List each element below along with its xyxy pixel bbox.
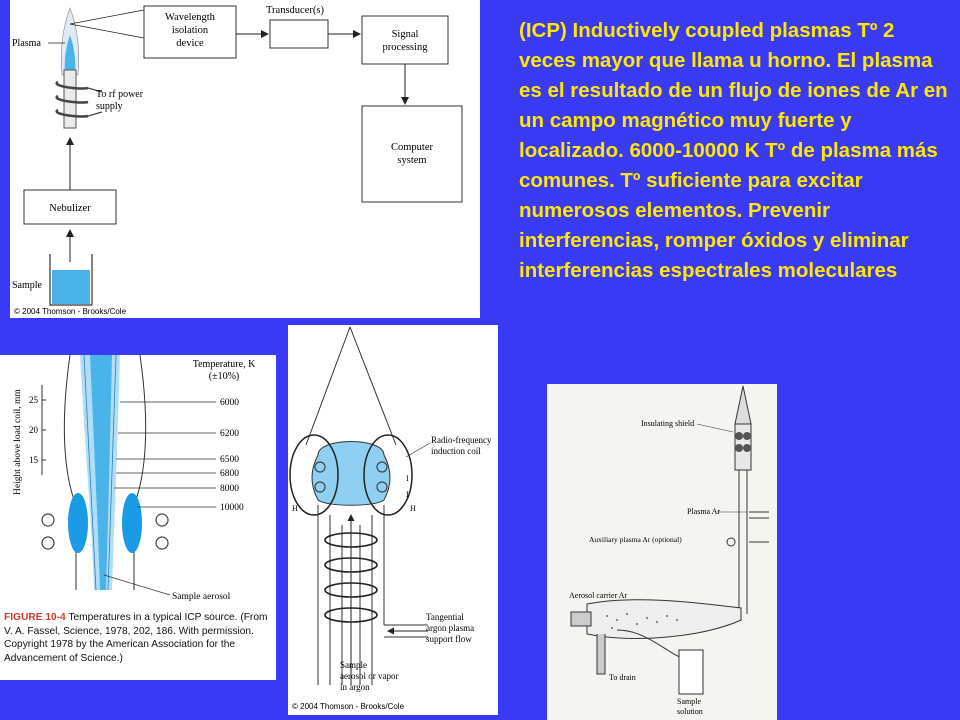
- temp-title-2: (±10%): [209, 371, 239, 382]
- rf-label-2: supply: [96, 101, 123, 112]
- aux-ar-label: Auxiliary plasma Ar (optional): [589, 535, 682, 544]
- temp-leaders: [103, 401, 216, 596]
- rf-coil: [55, 80, 89, 118]
- plasma-flame: [60, 7, 80, 76]
- computer-l2: system: [397, 155, 426, 166]
- coil-sample-1: Sample: [340, 660, 367, 670]
- temp-aerosol-label: Sample aerosol: [172, 592, 231, 602]
- induction-coil-diagram: H H I I Radio-frequency induction coil: [288, 325, 498, 715]
- nebulizer-label: Nebulizer: [49, 203, 91, 214]
- temp-6200: 6200: [220, 429, 239, 439]
- y-tick-20: 20: [29, 425, 39, 435]
- plasma-label: Plasma: [12, 38, 41, 49]
- torch-sample-2: solution: [677, 707, 703, 716]
- transducer-label: Transducer(s): [266, 5, 324, 16]
- transducer-box: [269, 19, 329, 49]
- temp-y-label: Height above load coil, mm: [13, 389, 23, 495]
- y-tick-25: 25: [29, 395, 39, 405]
- h-label-right: H: [410, 504, 416, 513]
- coil-turns: [314, 461, 388, 493]
- shield-label: Insulating shield: [641, 419, 694, 428]
- wavelength-box: [143, 5, 237, 59]
- wavelength-l1: Wavelength: [165, 12, 216, 23]
- sample-label: Sample: [12, 280, 43, 291]
- signal-box: [361, 15, 449, 65]
- signal-l1: Signal: [392, 29, 419, 40]
- wavelength-l3: device: [176, 38, 204, 49]
- temp-8000: 8000: [220, 484, 239, 494]
- tangential-1: Tangential: [426, 612, 464, 622]
- spray-dots: [606, 613, 678, 629]
- temperature-svg: Temperature, K (±10%) Height above load …: [13, 355, 256, 602]
- right-hot-lobe: [122, 493, 142, 553]
- figure-caption-text: Temperatures in a typical ICP source. (F…: [4, 612, 268, 664]
- computer-box: [361, 105, 463, 203]
- torch-svg: Insulating shield Plasma Ar Auxiliary pl…: [569, 385, 769, 716]
- drain-tube: [596, 634, 606, 675]
- i-label-2: I: [406, 490, 409, 499]
- plasma-streams: [80, 355, 120, 591]
- coil-rf-label-2: induction coil: [431, 446, 481, 456]
- sample-bottle: [678, 649, 704, 695]
- figure-label: FIGURE 10-4: [4, 612, 66, 623]
- temp-6800: 6800: [220, 469, 239, 479]
- coil-rf-label-1: Radio-frequency: [431, 435, 492, 445]
- i-label-1: I: [406, 474, 409, 483]
- headline-text: (ICP) Inductively coupled plasmas Tº 2 v…: [519, 19, 948, 282]
- temp-10000: 10000: [220, 503, 244, 513]
- nebulizer-box: [23, 189, 117, 225]
- temp-title-1: Temperature, K: [193, 359, 256, 370]
- coil-sample-3: in argon: [340, 682, 370, 692]
- temp-6500: 6500: [220, 455, 239, 465]
- coil-copyright: © 2004 Thomson - Brooks/Cole: [292, 702, 405, 711]
- block-copyright: © 2004 Thomson - Brooks/Cole: [14, 307, 127, 316]
- drain-label: To drain: [609, 673, 636, 682]
- carrier-ar-label: Aerosol carrier Ar: [569, 591, 628, 600]
- h-label-left: H: [292, 504, 298, 513]
- coil-svg: H H I I Radio-frequency induction coil: [289, 326, 492, 711]
- block-diagram-svg: To rf power supply Plasma Wavelength iso…: [12, 5, 463, 316]
- plasma-ar-label: Plasma Ar: [687, 507, 720, 516]
- computer-l1: Computer: [391, 142, 433, 153]
- temp-6000: 6000: [220, 398, 239, 408]
- y-tick-15: 15: [29, 455, 39, 465]
- left-hot-lobe: [68, 493, 88, 553]
- tangential-2: argon plasma: [426, 623, 474, 633]
- wavelength-l2: isolation: [172, 25, 209, 36]
- torch-body: [734, 385, 769, 614]
- temp-coil: [41, 513, 169, 550]
- torch-tube: [63, 69, 77, 129]
- rf-label-1: To rf power: [96, 89, 144, 100]
- coil-plasma: [311, 441, 391, 506]
- figure-caption: FIGURE 10-4 Temperatures in a typical IC…: [4, 611, 274, 665]
- spray-chamber: [586, 599, 742, 639]
- signal-l2: processing: [383, 42, 429, 53]
- torch-nebulizer-diagram: Insulating shield Plasma Ar Auxiliary pl…: [547, 384, 777, 720]
- nebulizer-nozzle: [570, 611, 592, 627]
- field-loops: [289, 434, 413, 516]
- sample-beaker: [49, 254, 93, 306]
- icp-block-diagram: To rf power supply Plasma Wavelength iso…: [10, 0, 480, 318]
- torch-sample-1: Sample: [677, 697, 701, 706]
- temperature-profile-diagram: Temperature, K (±10%) Height above load …: [0, 355, 276, 680]
- coil-sample-2: aerosol or vapor: [340, 671, 398, 681]
- tangential-3: support flow: [426, 634, 472, 644]
- shield-rings: [735, 432, 751, 452]
